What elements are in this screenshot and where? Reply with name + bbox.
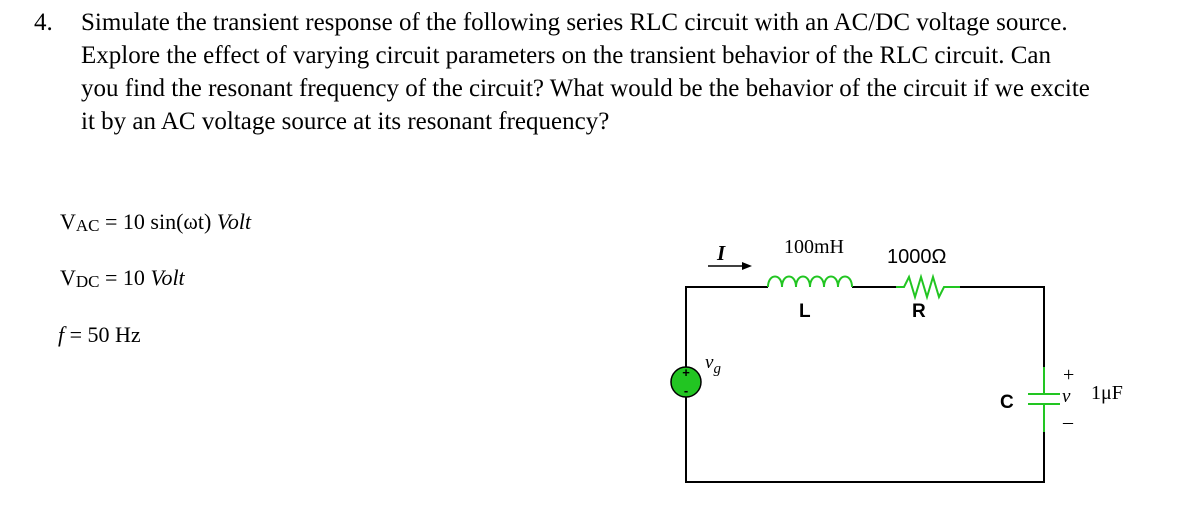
freq-symbol: f [58, 322, 65, 347]
source-plus-sign: + [682, 365, 690, 380]
vac-unit: Volt [216, 209, 252, 234]
current-label: I [716, 241, 726, 265]
vdc-subscript: DC [75, 272, 100, 291]
capacitor-symbol [1028, 367, 1060, 432]
capacitor-value: 1μF [1091, 382, 1123, 404]
vac-subscript: AC [75, 216, 100, 235]
source-label: vg [705, 352, 721, 377]
wire-right-top [960, 286, 1045, 367]
vdc-expression: = 10 [99, 265, 151, 290]
capacitor-plus: + [1063, 364, 1074, 386]
source-label-sub: g [713, 361, 721, 377]
inductor-value: 100mH [784, 236, 844, 258]
resistor-value: 1000Ω [887, 246, 946, 268]
inductor-label: L [799, 301, 811, 322]
vac-symbol: V [60, 209, 76, 234]
capacitor-label: C [1000, 392, 1014, 413]
source-label-main: v [705, 352, 714, 373]
vac-param: VAC = 10 sin(ωt) Volt [60, 209, 251, 235]
wire-left-top [685, 286, 768, 367]
question-text: Simulate the transient response of the f… [81, 9, 1090, 135]
vdc-symbol: V [60, 265, 76, 290]
vdc-unit: Volt [150, 265, 185, 290]
vac-expression: = 10 sin(ωt) [99, 209, 217, 234]
current-arrow [708, 262, 752, 270]
source-minus-sign: - [684, 383, 688, 398]
capacitor-minus: – [1062, 411, 1074, 433]
resistor-label: R [912, 301, 926, 322]
wire-bottom [685, 397, 1045, 483]
freq-param: f = 50 Hz [58, 322, 141, 348]
freq-expression: = 50 Hz [64, 322, 141, 347]
inductor-symbol [767, 275, 853, 288]
question-number: 4. [34, 9, 53, 36]
vdc-param: VDC = 10 Volt [60, 265, 185, 291]
voltage-source-symbol [670, 366, 702, 398]
capacitor-voltage-label: v [1062, 386, 1071, 407]
resistor-symbol [896, 273, 960, 301]
circuit-wires [685, 286, 1045, 483]
